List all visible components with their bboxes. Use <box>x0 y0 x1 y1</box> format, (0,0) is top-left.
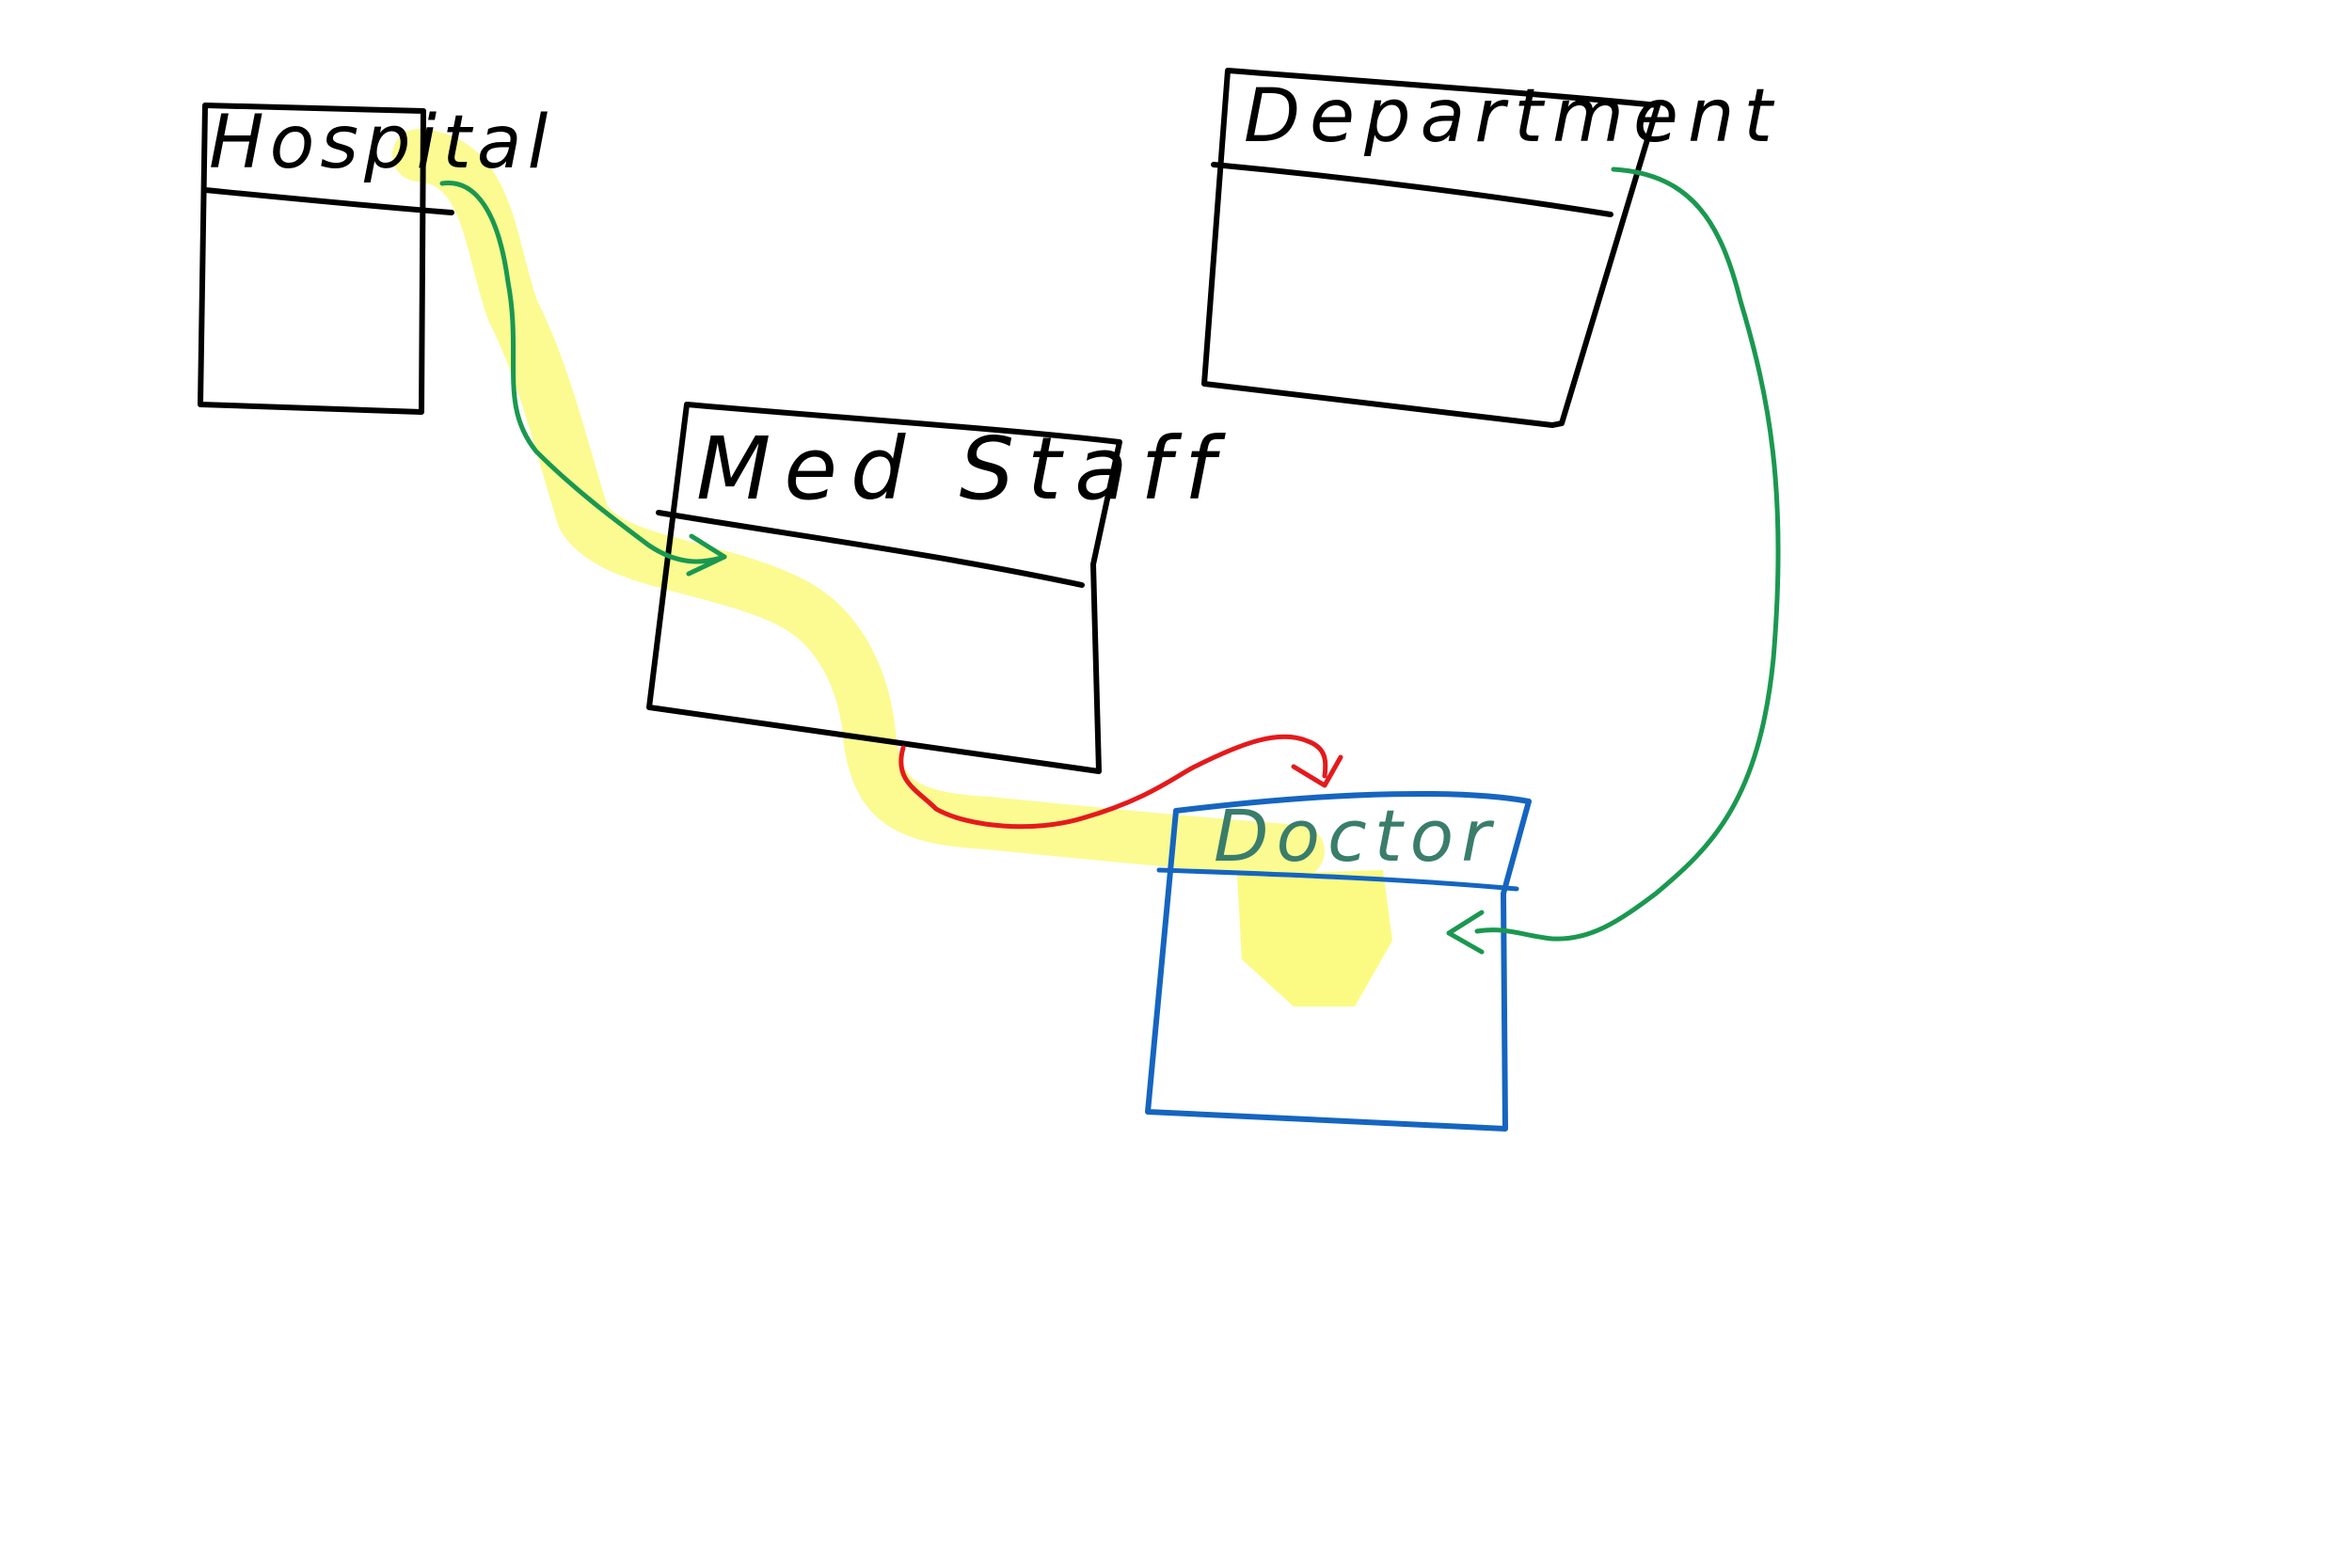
class-name: Doctor <box>1214 794 1498 878</box>
class-box-department[interactable]: Department <box>1201 68 1782 428</box>
class-name: Department <box>1244 74 1782 159</box>
class-divider <box>1156 867 1519 892</box>
arrowhead-icon <box>1291 754 1343 788</box>
connector-medstaff-doctor[interactable] <box>898 734 1343 830</box>
highlight-blob <box>1237 870 1392 1006</box>
class-box-medstaff[interactable]: Med Staff <box>646 402 1228 774</box>
class-name: Med Staff <box>696 419 1228 519</box>
connector-line <box>439 181 727 564</box>
arrowhead-icon <box>686 533 727 577</box>
connector-line <box>1474 166 1781 942</box>
class-name: Hospital <box>209 101 553 185</box>
class-box-outline <box>1145 791 1532 1132</box>
class-divider <box>656 510 1085 588</box>
class-divider <box>202 187 454 215</box>
connector-line <box>898 734 1328 830</box>
class-divider <box>1211 162 1613 217</box>
class-box-doctor[interactable]: Doctor <box>1145 791 1532 1132</box>
arrowhead-icon <box>1446 910 1485 955</box>
highlight-layer <box>392 129 1392 1006</box>
connector-hospital-medstaff[interactable] <box>439 181 727 577</box>
connector-department-doctor[interactable] <box>1446 166 1781 955</box>
class-box-outline <box>1201 68 1661 428</box>
class-box-hospital[interactable]: Hospital <box>198 101 553 415</box>
class-box-outline <box>646 402 1122 774</box>
class-box-outline <box>198 103 426 415</box>
